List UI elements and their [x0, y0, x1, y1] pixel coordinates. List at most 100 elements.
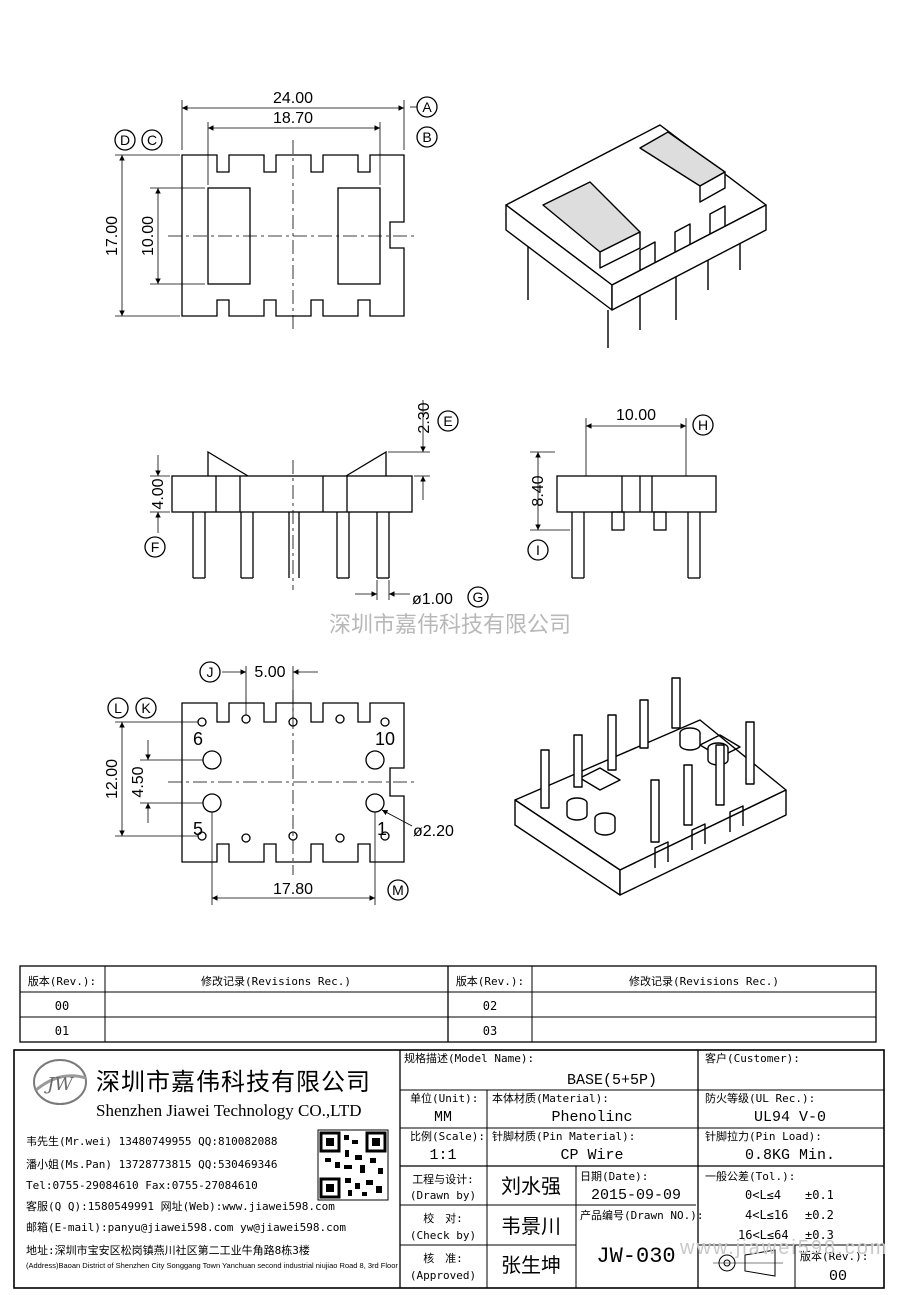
- date-value: 2015-09-09: [591, 1187, 681, 1204]
- dim-end-height: 8.40: [530, 475, 547, 506]
- end-view-labels: 10.00 8.40 H I: [530, 407, 708, 558]
- contact-line: Tel:0755-29084610 Fax:0755-27084610: [26, 1179, 258, 1192]
- pin-load-value: 0.8KG Min.: [745, 1147, 835, 1164]
- contact-line: 地址:深圳市宝安区松岗镇燕川社区第二工业牛角路8栋3楼: [26, 1243, 310, 1257]
- callout-g: G: [473, 589, 484, 605]
- qr-code: [317, 1129, 389, 1201]
- dim-row-spacing: 12.00: [104, 759, 121, 799]
- dim-rib-height: 2.30: [416, 402, 433, 433]
- rev-cell: 02: [483, 999, 497, 1013]
- dim-end-width: 10.00: [616, 407, 656, 424]
- company-logo-text: JW: [43, 1074, 74, 1095]
- pin-load-label: 针脚拉力(Pin Load):: [705, 1129, 822, 1143]
- bottom-view-labels: 5.00 12.00 4.50 17.80 ø2.20 6 10 5 1 J K…: [104, 664, 454, 898]
- callout-b: B: [422, 129, 431, 145]
- rev-value: 00: [829, 1268, 847, 1285]
- drawn-label-cn: 工程与设计:: [412, 1173, 474, 1186]
- dim-span: 17.80: [273, 881, 313, 898]
- rev-header-4: 修改记录(Revisions Rec.): [629, 974, 779, 988]
- company-block: JW 深圳市嘉伟科技有限公司 Shenzhen Jiawei Technolog…: [26, 1059, 398, 1270]
- side-view-labels: 2.30 4.00 ø1.00 E F G: [150, 402, 483, 608]
- scale-value: 1:1: [429, 1147, 456, 1164]
- dim-boss-dia: ø2.20: [413, 823, 454, 840]
- contact-line: 潘小姐(Ms.Pan) 13728773815 QQ:530469346: [26, 1157, 278, 1171]
- approved-value: 张生坤: [501, 1253, 561, 1277]
- callout-e: E: [443, 413, 452, 429]
- iso-view-bottom: [514, 677, 787, 896]
- callout-h: H: [698, 417, 708, 433]
- tol-range: 16<L≤64: [738, 1228, 789, 1242]
- tol-value: ±0.1: [805, 1188, 834, 1202]
- rev-header-2: 修改记录(Revisions Rec.): [201, 974, 351, 988]
- customer-label: 客户(Customer):: [705, 1051, 800, 1065]
- tol-value: ±0.2: [805, 1208, 834, 1222]
- dim-body-height: 4.00: [150, 478, 167, 509]
- callout-a: A: [422, 99, 432, 115]
- revisions-labels: 版本(Rev.): 修改记录(Revisions Rec.) 版本(Rev.):…: [28, 974, 779, 1038]
- drawn-no-label: 产品编号(Drawn NO.):: [580, 1208, 703, 1222]
- callout-k: K: [141, 700, 151, 716]
- model-label: 规格描述(Model Name):: [404, 1051, 534, 1065]
- unit-value: MM: [434, 1109, 452, 1126]
- dim-overall-width: 24.00: [273, 90, 313, 107]
- rev-label: 版本(Rev.):: [800, 1249, 868, 1263]
- check-value: 韦景川: [501, 1214, 561, 1238]
- unit-label: 单位(Unit):: [410, 1091, 478, 1105]
- date-label: 日期(Date):: [580, 1170, 648, 1183]
- tol-label: 一般公差(Tol.):: [705, 1169, 795, 1183]
- top-view: [114, 96, 438, 330]
- drawn-no-value: JW-030: [596, 1244, 675, 1269]
- dim-overall-height: 17.00: [104, 216, 121, 256]
- contact-line: 客服(Q Q):1580549991 网址(Web):www.jiawei598…: [26, 1199, 335, 1213]
- pin-label-5: 5: [193, 819, 203, 839]
- tol-range: 0<L≤4: [745, 1188, 781, 1202]
- company-name-cn: 深圳市嘉伟科技有限公司: [96, 1068, 371, 1096]
- tol-value: ±0.3: [805, 1228, 834, 1242]
- pin-label-10: 10: [375, 729, 395, 749]
- approved-label-en: (Approved): [410, 1269, 476, 1282]
- pin-material-value: CP Wire: [560, 1147, 623, 1164]
- check-label-cn: 校 对:: [423, 1211, 463, 1225]
- top-view-labels: 24.00 18.70 17.00 10.00 A B C D: [104, 90, 432, 256]
- rev-header-1: 版本(Rev.):: [28, 974, 96, 988]
- callout-d: D: [120, 132, 130, 148]
- watermark-company: 深圳市嘉伟科技有限公司: [329, 613, 571, 638]
- company-logo: [33, 1059, 87, 1105]
- iso-view-top: [505, 124, 767, 348]
- drawn-label-en: (Drawn by): [410, 1189, 476, 1202]
- callout-j: J: [207, 664, 214, 680]
- model-value: BASE(5+5P): [567, 1072, 657, 1089]
- rev-header-3: 版本(Rev.):: [456, 974, 524, 988]
- revisions-table: [19, 965, 877, 1043]
- rev-cell: 00: [55, 999, 69, 1013]
- tol-range: 4<L≤16: [745, 1208, 788, 1222]
- dim-pin-pitch: 5.00: [254, 664, 285, 681]
- contact-line: 韦先生(Mr.wei) 13480749955 QQ:810082088: [26, 1134, 278, 1148]
- check-label-en: (Check by): [410, 1229, 476, 1242]
- scale-label: 比例(Scale):: [410, 1129, 485, 1143]
- title-block: [13, 1049, 885, 1289]
- callout-c: C: [147, 132, 157, 148]
- callout-m: M: [392, 882, 404, 898]
- approved-label-cn: 核 准:: [423, 1251, 463, 1265]
- material-label: 本体材质(Material):: [492, 1091, 609, 1105]
- rev-cell: 01: [55, 1024, 69, 1038]
- pin-material-label: 针脚材质(Pin Material):: [492, 1129, 635, 1143]
- rev-cell: 03: [483, 1024, 497, 1038]
- pin-label-1: 1: [377, 819, 387, 839]
- drawn-value: 刘水强: [501, 1174, 561, 1198]
- ul-label: 防火等级(UL Rec.):: [705, 1091, 815, 1105]
- dim-window-height: 10.00: [140, 216, 157, 256]
- title-block-labels: 规格描述(Model Name): BASE(5+5P) 客户(Customer…: [404, 1051, 889, 1285]
- pin-label-6: 6: [193, 729, 203, 749]
- side-view: [144, 400, 489, 608]
- company-name-en: Shenzhen Jiawei Technology CO.,LTD: [96, 1101, 362, 1120]
- callout-f: F: [151, 539, 160, 555]
- bottom-view: [107, 661, 418, 905]
- ul-value: UL94 V-0: [754, 1109, 826, 1126]
- material-value: Phenolinc: [551, 1109, 632, 1126]
- contact-line: 邮箱(E-mail):panyu@jiawei598.com yw@jiawei…: [26, 1220, 346, 1234]
- end-view: [527, 414, 717, 579]
- watermark-url: www.jiawei598.com: [679, 1237, 889, 1259]
